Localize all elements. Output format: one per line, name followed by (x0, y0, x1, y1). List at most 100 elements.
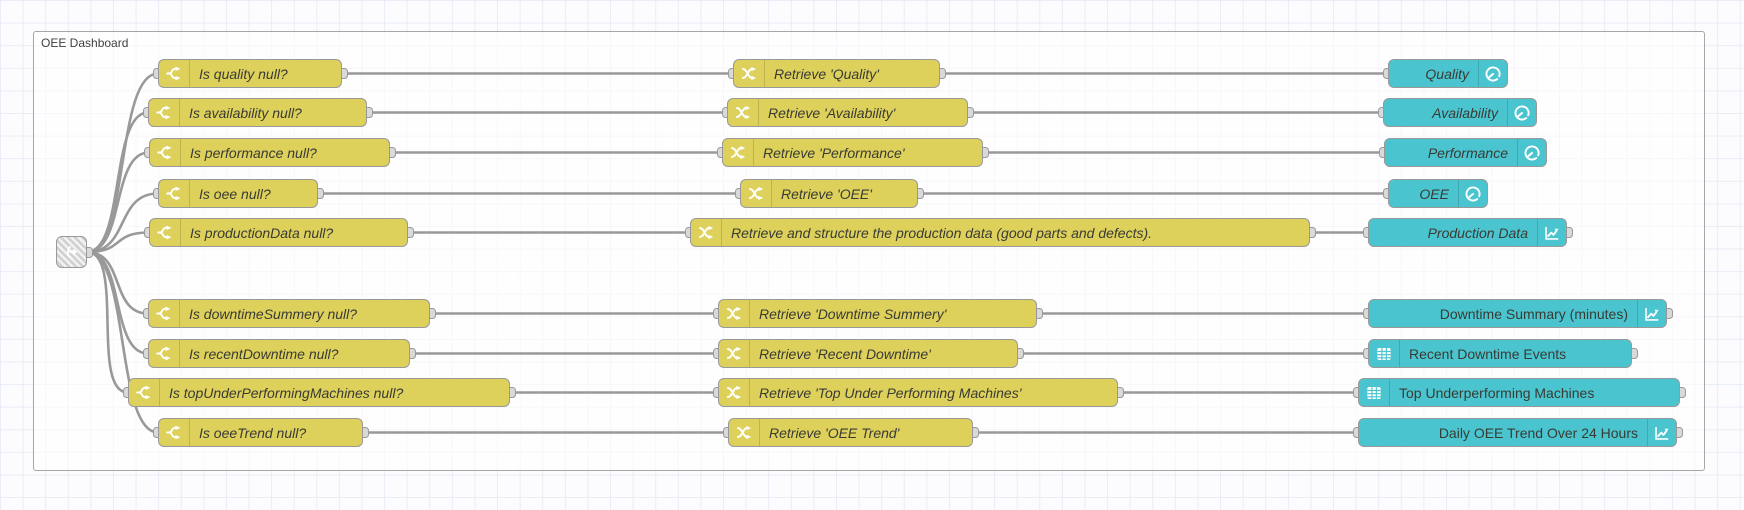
node-icon-box (1458, 180, 1487, 207)
node-label: Retrieve 'Performance' (763, 144, 905, 161)
node-icon-box (159, 180, 190, 207)
ui-node-performance[interactable]: Performance (1384, 138, 1547, 167)
node-label: Is productionData null? (190, 224, 334, 241)
chart-icon (1543, 224, 1561, 242)
wire[interactable] (85, 151, 151, 254)
ui-node-daily-oee-trend-over-24-hours[interactable]: Daily OEE Trend Over 24 Hours (1358, 418, 1677, 447)
switch-node-is-performance-null[interactable]: Is performance null? (149, 138, 390, 167)
switch-node-is-downtimesummery-null[interactable]: Is downtimeSummery null? (148, 299, 430, 328)
node-label: Retrieve 'OEE' (781, 185, 872, 202)
change-node-retrieve-recent-downtime[interactable]: Retrieve 'Recent Downtime' (718, 339, 1018, 368)
switch-node-is-topunderperformingmachines-null[interactable]: Is topUnderPerformingMachines null? (128, 378, 510, 407)
node-label: Production Data (1427, 224, 1528, 241)
change-icon (734, 103, 753, 122)
node-label: Is performance null? (190, 144, 317, 161)
node-label: Retrieve 'Quality' (774, 65, 879, 82)
node-icon-box (691, 219, 722, 246)
node-icon-box (1369, 340, 1400, 367)
switch-icon (165, 184, 184, 203)
node-icon-box (150, 139, 181, 166)
node-label: Is topUnderPerformingMachines null? (169, 384, 404, 401)
switch-icon (155, 304, 174, 323)
node-label: Quality (1425, 65, 1469, 82)
ui-node-downtime-summary-minutes[interactable]: Downtime Summary (minutes) (1368, 299, 1667, 328)
change-node-retrieve-downtime-summery[interactable]: Retrieve 'Downtime Summery' (718, 299, 1037, 328)
change-node-retrieve-availability[interactable]: Retrieve 'Availability' (727, 98, 968, 127)
switch-icon (156, 143, 175, 162)
node-label: Is recentDowntime null? (189, 345, 339, 362)
node-icon-box (1647, 419, 1676, 446)
switch-icon (135, 383, 154, 402)
node-label: Is quality null? (199, 65, 288, 82)
change-icon (729, 143, 748, 162)
wire[interactable] (85, 111, 150, 254)
switch-node-is-quality-null[interactable]: Is quality null? (158, 59, 342, 88)
node-icon-box (159, 60, 190, 87)
node-label: Retrieve 'Availability' (768, 104, 896, 121)
ui-node-quality[interactable]: Quality (1388, 59, 1508, 88)
ui-node-top-underperforming-machines[interactable]: Top Underperforming Machines (1358, 378, 1680, 407)
change-node-retrieve-oee-trend[interactable]: Retrieve 'OEE Trend' (728, 418, 973, 447)
change-node-retrieve-quality[interactable]: Retrieve 'Quality' (733, 59, 940, 88)
change-node-retrieve-oee[interactable]: Retrieve 'OEE' (740, 179, 918, 208)
change-icon (725, 344, 744, 363)
switch-node-is-recentdowntime-null[interactable]: Is recentDowntime null? (148, 339, 410, 368)
node-icon-box (1637, 300, 1666, 327)
switch-node-is-oeetrend-null[interactable]: Is oeeTrend null? (158, 418, 363, 447)
ui-node-availability[interactable]: Availability (1383, 98, 1537, 127)
node-label: Availability (1432, 104, 1498, 121)
change-node-retrieve-performance[interactable]: Retrieve 'Performance' (722, 138, 983, 167)
node-icon-box (741, 180, 772, 207)
gauge-icon (1513, 104, 1531, 122)
change-node-retrieve-top-under-performing-machines[interactable]: Retrieve 'Top Under Performing Machines' (718, 378, 1118, 407)
wire[interactable] (85, 231, 151, 254)
group-label: OEE Dashboard (41, 36, 129, 50)
node-icon-box (149, 300, 180, 327)
node-icon-box (1507, 99, 1536, 126)
node-icon-box (719, 340, 750, 367)
node-label: Retrieve 'Top Under Performing Machines' (759, 384, 1022, 401)
ui-node-oee[interactable]: OEE (1388, 179, 1488, 208)
node-icon-box (719, 379, 750, 406)
node-icon-box (1478, 60, 1507, 87)
ui-node-recent-downtime-events[interactable]: Recent Downtime Events (1368, 339, 1632, 368)
node-icon-box (129, 379, 160, 406)
switch-node-is-productiondata-null[interactable]: Is productionData null? (149, 218, 408, 247)
switch-icon (165, 64, 184, 83)
change-icon (725, 304, 744, 323)
node-icon-box (1359, 379, 1390, 406)
switch-icon (155, 103, 174, 122)
gauge-icon (1523, 144, 1541, 162)
wire[interactable] (85, 192, 160, 254)
wire[interactable] (85, 250, 150, 355)
node-icon-box (159, 419, 190, 446)
node-label: Downtime Summary (minutes) (1439, 305, 1628, 322)
wire[interactable] (85, 250, 160, 434)
switch-node-is-availability-null[interactable]: Is availability null? (148, 98, 367, 127)
ui-node-production-data[interactable]: Production Data (1368, 218, 1567, 247)
table-icon (1375, 345, 1393, 363)
node-icon-box (149, 99, 180, 126)
link-out-node[interactable] (56, 236, 87, 268)
change-node-retrieve-and-structure-the-production-data-good-parts-and-defects[interactable]: Retrieve and structure the production da… (690, 218, 1310, 247)
link-out-icon (63, 243, 81, 261)
switch-node-is-oee-null[interactable]: Is oee null? (158, 179, 318, 208)
gauge-icon (1484, 65, 1502, 83)
node-label: Retrieve 'Recent Downtime' (759, 345, 931, 362)
chart-icon (1653, 424, 1671, 442)
switch-icon (155, 344, 174, 363)
node-label: Is availability null? (189, 104, 302, 121)
change-icon (725, 383, 744, 402)
node-label: Top Underperforming Machines (1399, 384, 1595, 401)
change-icon (735, 423, 754, 442)
node-label: Retrieve 'Downtime Summery' (759, 305, 947, 322)
node-label: Is oee null? (199, 185, 271, 202)
switch-icon (156, 223, 175, 242)
node-label: OEE (1419, 185, 1449, 202)
change-icon (740, 64, 759, 83)
node-icon-box (723, 139, 754, 166)
switch-icon (165, 423, 184, 442)
node-icon-box (719, 300, 750, 327)
